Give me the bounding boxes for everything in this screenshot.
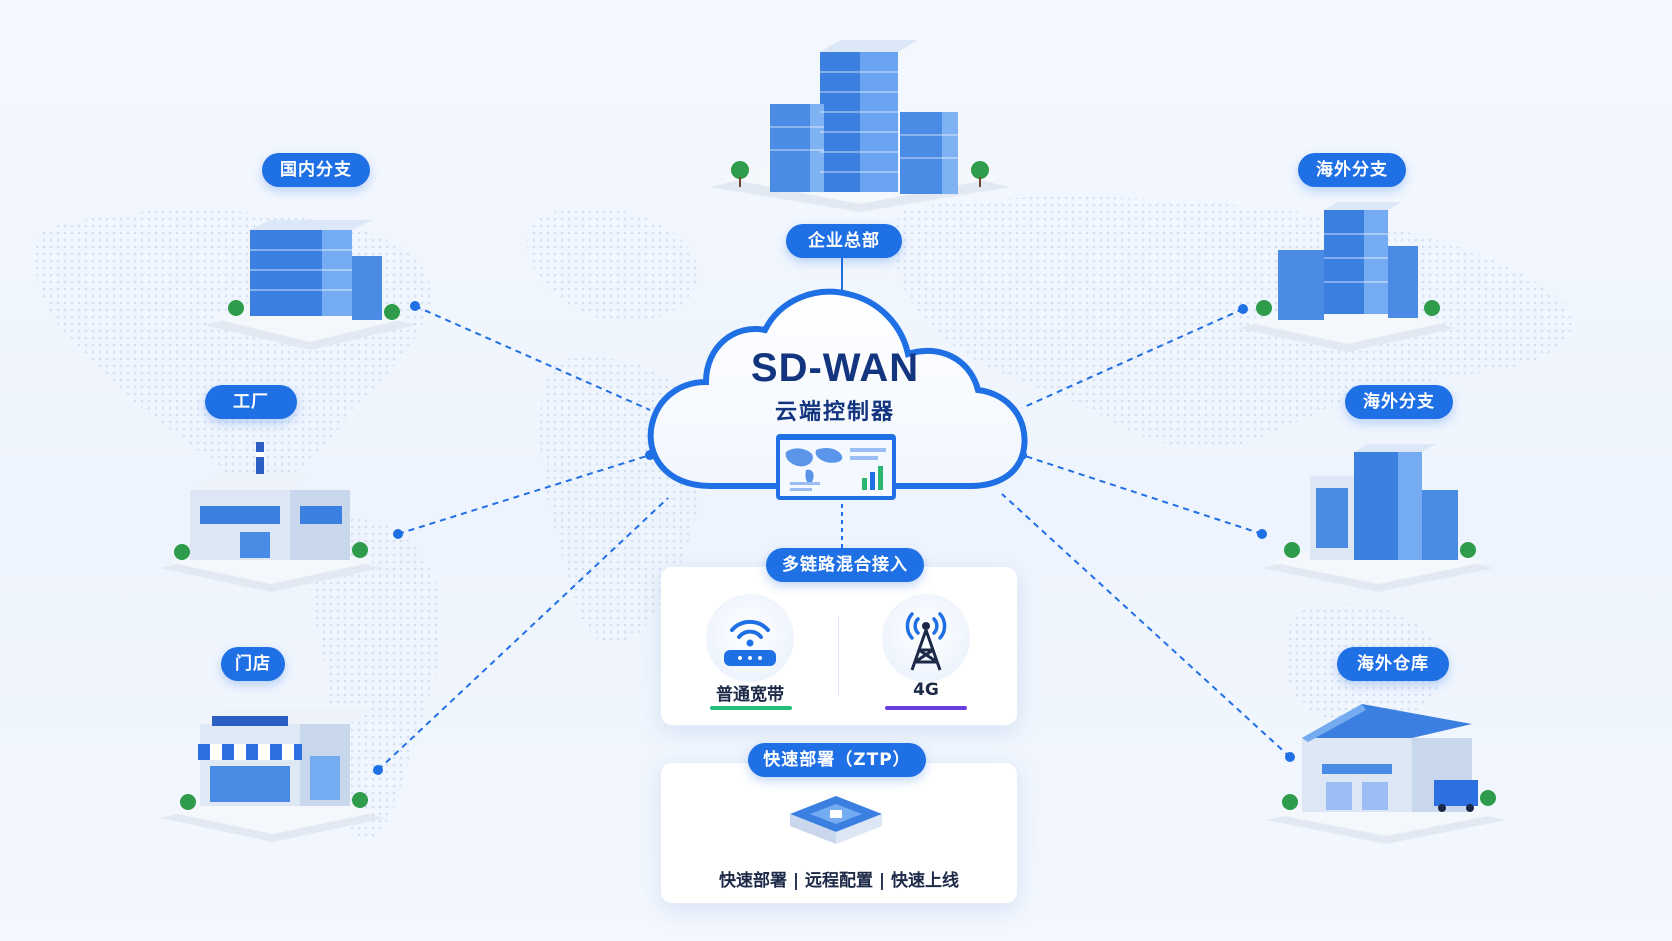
multi-link-access-title: 多链路混合接入 xyxy=(766,548,924,582)
warehouse-building-icon xyxy=(1266,704,1506,844)
ztp-title: 快速部署（ZTP） xyxy=(748,743,926,777)
factory-label: 工厂 xyxy=(205,385,297,419)
overseas-office-building-icon xyxy=(1238,202,1456,352)
ztp-features: 快速部署 | 远程配置 | 快速上线 xyxy=(718,871,960,891)
wifi-router-icon xyxy=(724,619,776,666)
dashboard-monitor-icon xyxy=(776,434,896,500)
overseas-warehouse-label: 海外仓库 xyxy=(1337,647,1449,681)
broadband-option-icon-bg xyxy=(706,594,794,682)
overseas-branch-label-2: 海外分支 xyxy=(1345,385,1453,419)
4g-label: 4G xyxy=(913,680,939,700)
overseas-office-building-icon-2 xyxy=(1262,444,1494,592)
access-divider xyxy=(838,616,839,696)
broadband-accent-bar xyxy=(710,706,792,710)
overseas-branch-label-1: 海外分支 xyxy=(1298,153,1406,187)
sdwan-device-icon xyxy=(790,796,882,844)
factory-building-icon xyxy=(160,442,382,592)
4g-accent-bar xyxy=(885,706,967,710)
controller-title: SD-WAN xyxy=(750,346,920,390)
broadband-label: 普通宽带 xyxy=(716,685,784,705)
controller-subtitle: 云端控制器 xyxy=(774,400,895,425)
store-label: 门店 xyxy=(221,647,285,681)
office-building-icon xyxy=(204,220,416,350)
hq-label: 企业总部 xyxy=(786,224,902,258)
headquarters-building-icon xyxy=(710,40,1010,212)
sdwan-cloud-controller: SD-WAN 云端控制器 xyxy=(640,286,1030,508)
domestic-branch-label: 国内分支 xyxy=(262,153,370,187)
store-building-icon xyxy=(160,708,386,842)
cell-tower-icon xyxy=(905,612,947,671)
4g-option-icon-bg xyxy=(882,594,970,682)
cloud-shape xyxy=(647,288,1028,489)
